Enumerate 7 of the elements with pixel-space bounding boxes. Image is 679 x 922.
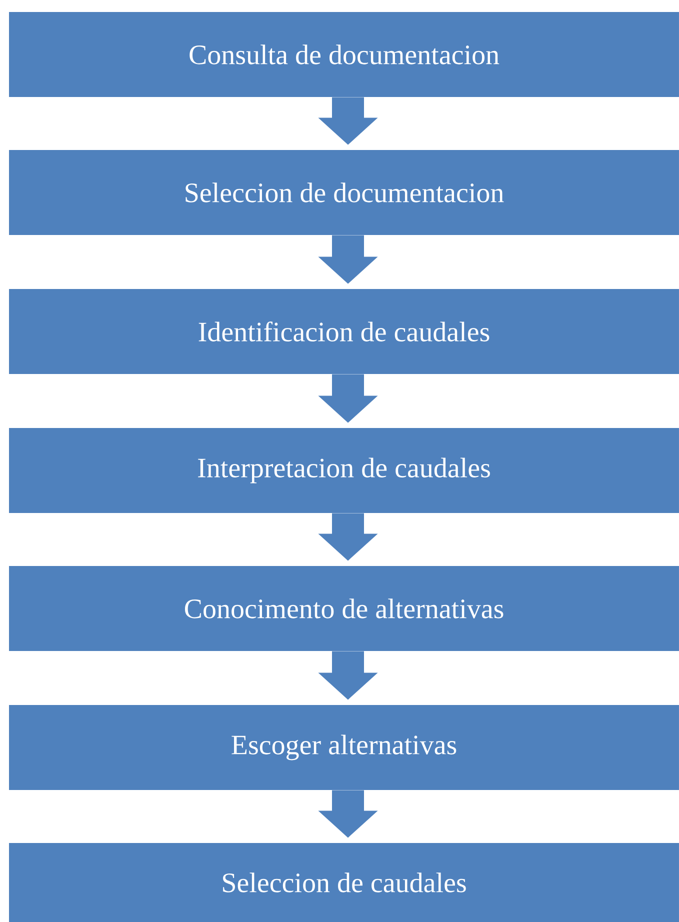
process-box: Seleccion de documentacion (9, 150, 679, 235)
process-box: Conocimento de alternativas (9, 566, 679, 651)
process-box: Interpretacion de caudales (9, 428, 679, 513)
process-box: Escoger alternativas (9, 705, 679, 790)
process-box: Consulta de documentacion (9, 12, 679, 97)
process-box: Identificacion de caudales (9, 289, 679, 374)
process-box: Seleccion de caudales (9, 843, 679, 922)
